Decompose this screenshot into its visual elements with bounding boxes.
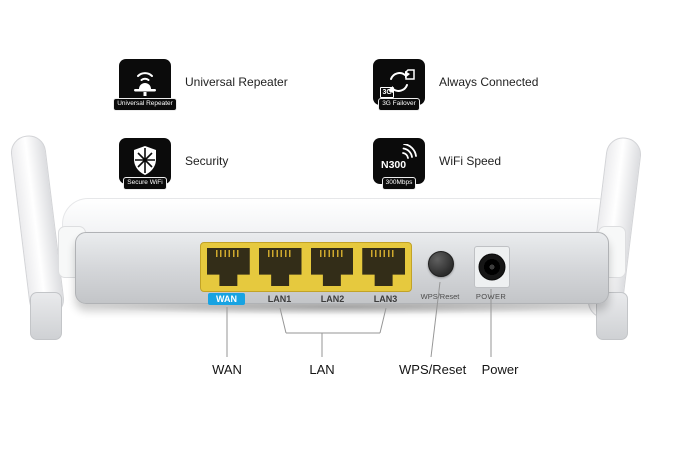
feature-label-always-connected: Always Connected <box>439 75 539 89</box>
feature-label-wifi-speed: WiFi Speed <box>439 154 502 168</box>
lan2-port <box>308 246 356 288</box>
rj45-socket <box>258 248 302 286</box>
callout-wan: WAN <box>212 362 242 377</box>
badge-banner: Universal Repeater <box>113 98 177 111</box>
shield-icon <box>119 138 171 184</box>
badge-banner: 3G Failover <box>378 98 420 111</box>
feature-label-security: Security <box>185 154 229 168</box>
3g-failover-badge: 3G 3G Failover <box>371 59 427 111</box>
callout-power: Power <box>481 362 519 377</box>
feature-security: Secure WiFi Security <box>117 138 228 190</box>
callout-lan: LAN <box>309 362 335 377</box>
feature-label-universal-repeater: Universal Repeater <box>185 75 288 89</box>
wps-panel-label: WPS/Reset <box>420 292 460 301</box>
power-panel-label: POWER <box>475 292 507 301</box>
wan-port-label: WAN <box>208 292 245 306</box>
lan3-port <box>360 246 407 288</box>
lan1-port-label: LAN1 <box>267 294 292 304</box>
3g-failover-icon: 3G <box>373 59 425 105</box>
universal-repeater-badge: Universal Repeater <box>113 59 177 111</box>
left-antenna-hinge <box>30 292 62 340</box>
rj45-pins <box>267 250 293 257</box>
feature-universal-repeater: Universal Repeater Universal Repeater <box>113 59 288 111</box>
ethernet-port-block <box>200 242 412 292</box>
universal-repeater-icon <box>119 59 171 105</box>
lan1-port <box>256 246 304 288</box>
n300-icon-text: N300 <box>381 159 407 171</box>
power-jack <box>478 253 506 281</box>
rj45-pins <box>319 250 345 257</box>
left-antenna <box>9 133 66 319</box>
badge-banner: 300Mbps <box>381 177 417 190</box>
lan3-port-label: LAN3 <box>373 294 398 304</box>
secure-wifi-badge: Secure WiFi <box>117 138 173 190</box>
rj45-pins <box>371 250 396 257</box>
power-recess <box>474 246 510 288</box>
rj45-socket <box>362 248 405 286</box>
lan2-port-label: LAN2 <box>320 294 345 304</box>
rj45-socket <box>310 248 354 286</box>
badge-banner: Secure WiFi <box>123 177 167 190</box>
3g-icon-text: 3G <box>380 86 395 98</box>
feature-3g-failover: 3G 3G Failover Always Connected <box>371 59 538 111</box>
n300-speed-icon: N300 <box>373 138 425 184</box>
feature-wifi-speed: N300 300Mbps WiFi Speed <box>371 138 501 190</box>
rj45-pins <box>216 250 241 257</box>
wifi-speed-badge: N300 300Mbps <box>371 138 427 190</box>
wps-reset-button <box>428 251 454 277</box>
wan-port <box>205 246 252 288</box>
port-label-row: WAN LAN1 LAN2 LAN3 <box>200 292 412 306</box>
callout-wps-reset: WPS/Reset <box>399 362 467 377</box>
rj45-socket <box>207 248 250 286</box>
